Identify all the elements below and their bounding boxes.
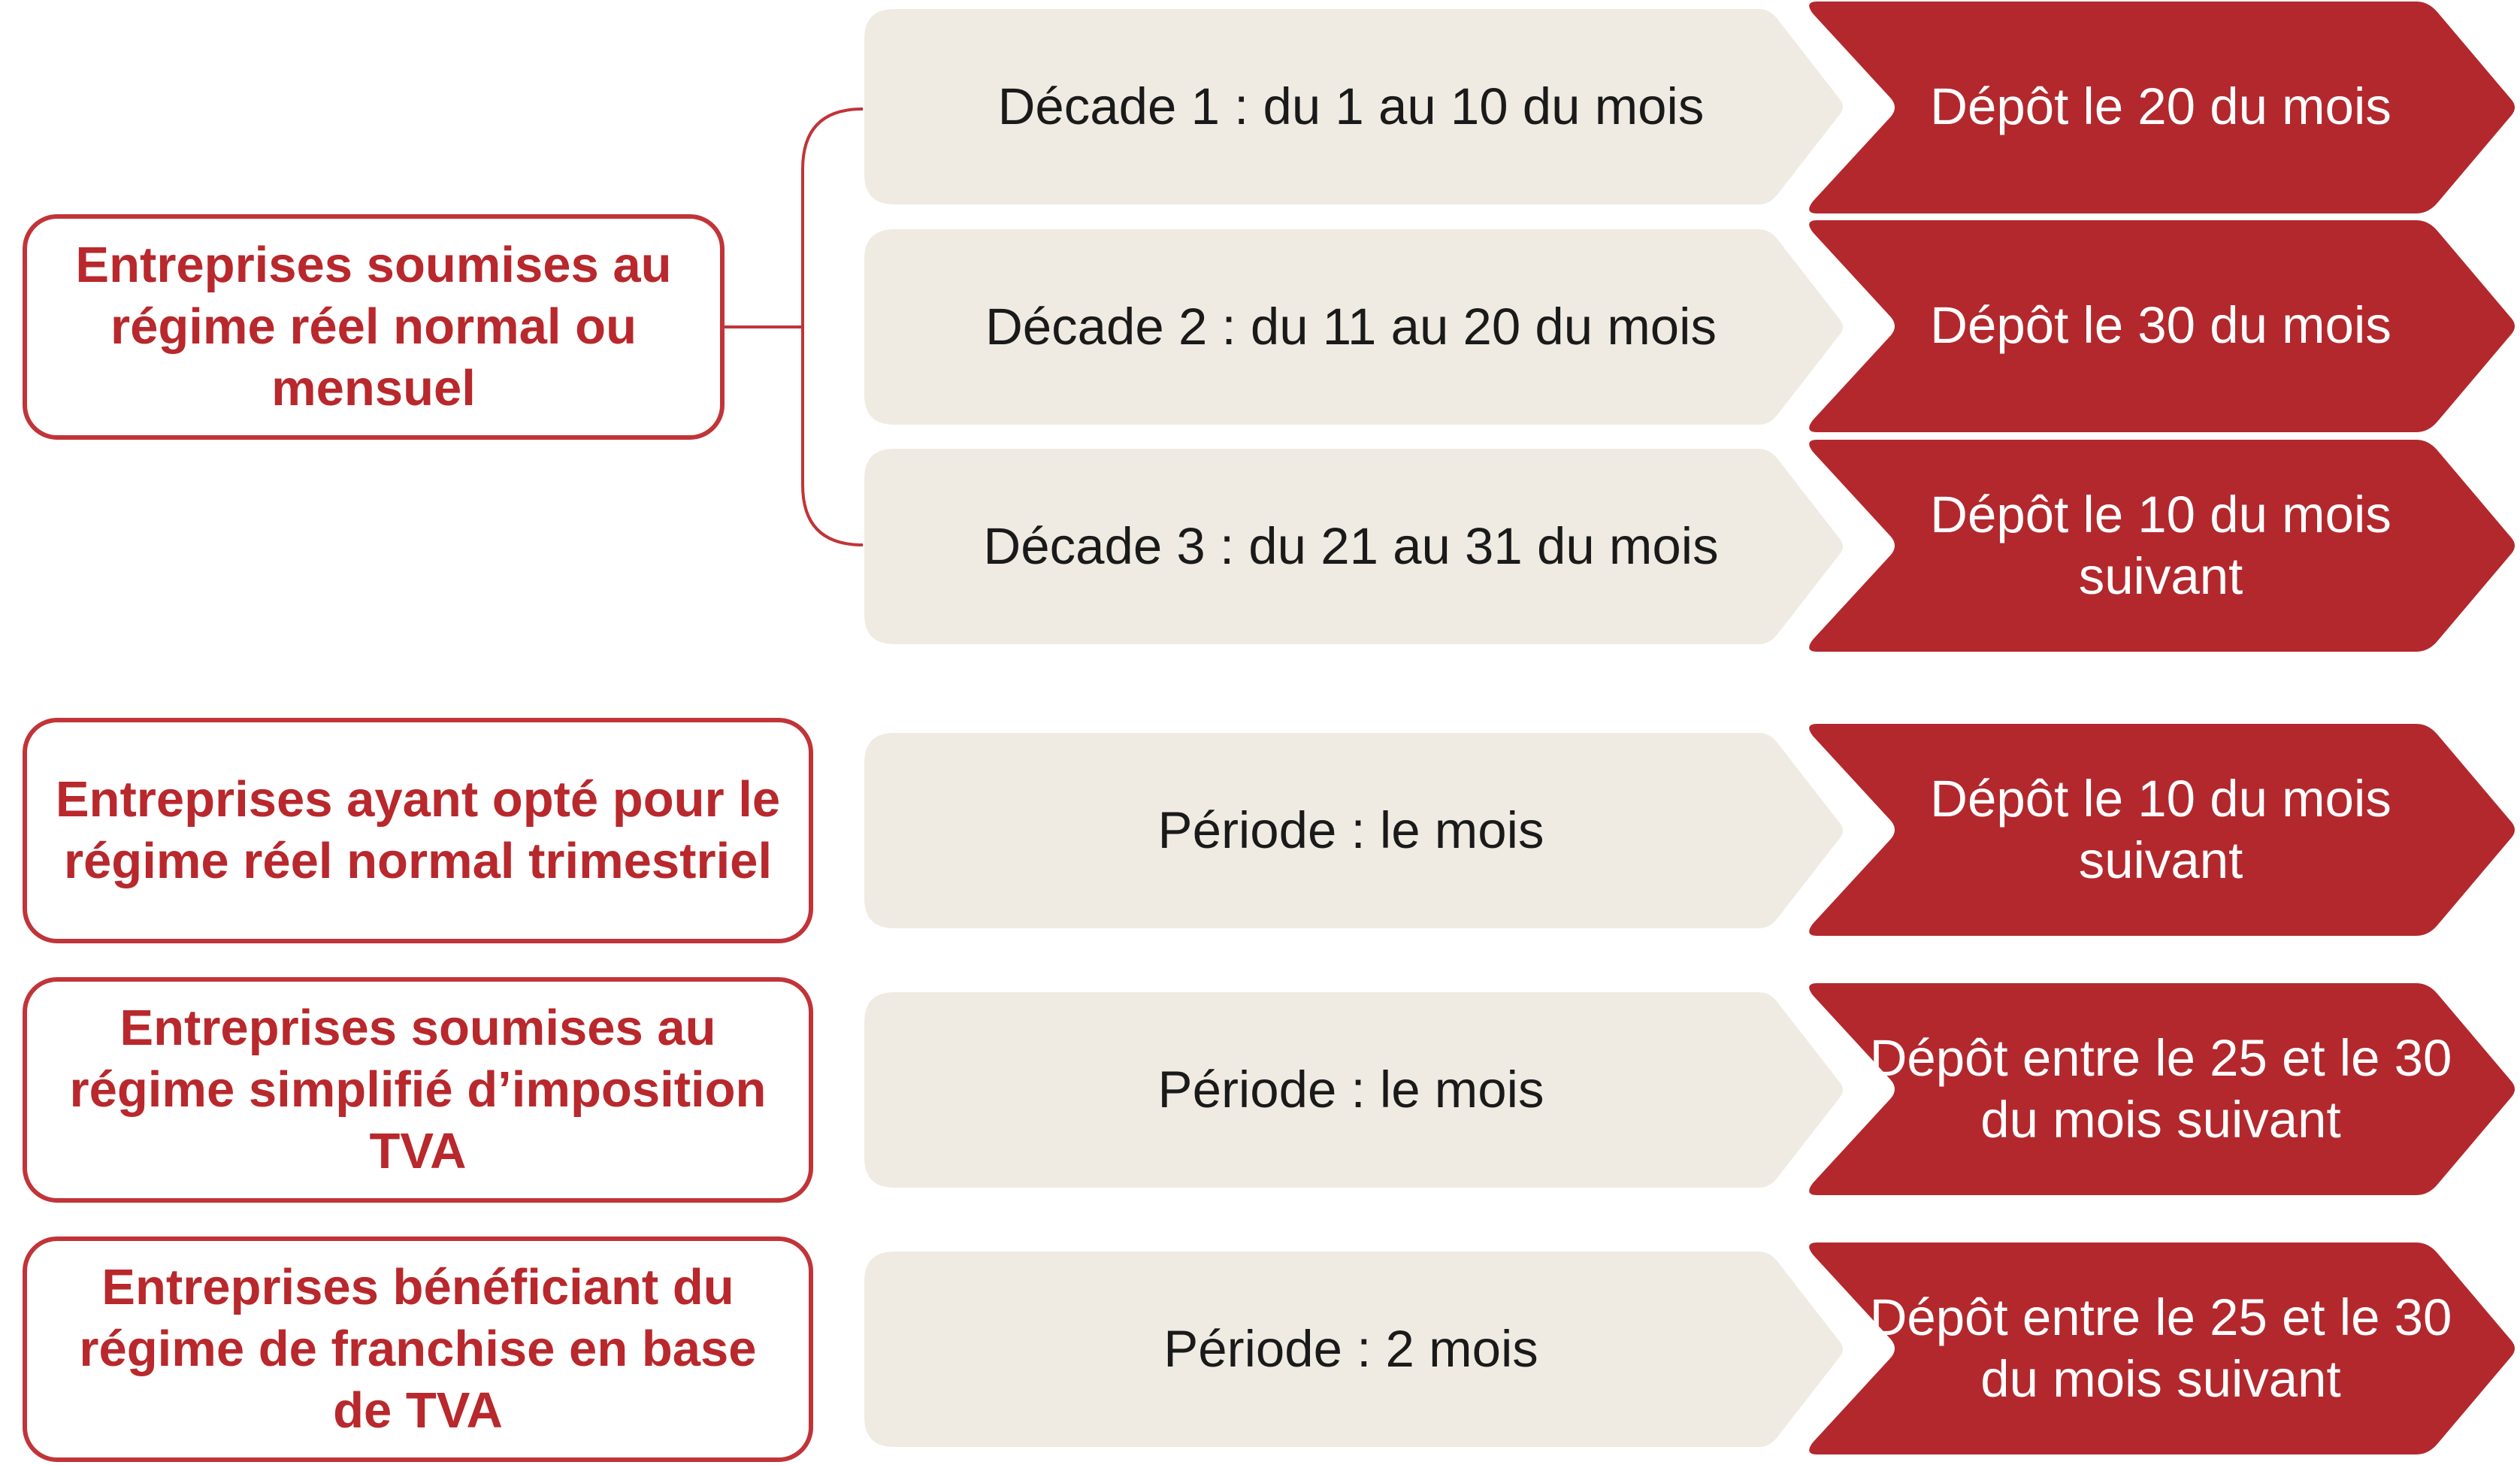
period-arrow-shape (864, 9, 1843, 204)
deposit-label-decade-3: Dépôt le 10 du mois suivant (1930, 486, 2391, 605)
period-arrow-shape (864, 733, 1843, 928)
deposit-label-decade-1: Dépôt le 20 du mois (1930, 77, 2391, 135)
period-arrow-shape (864, 1252, 1843, 1447)
category-label: Entreprises soumises au régime réel norm… (75, 237, 672, 416)
category-label: Entreprises soumises au régime simplifié… (69, 1000, 767, 1179)
deposit-chevron-shape (1809, 220, 2515, 432)
category-box-quarterly-regime: Entreprises ayant opté pour le régime ré… (23, 718, 813, 943)
period-arrow-shape (864, 449, 1843, 644)
category-label: Entreprises bénéficiant du régime de fra… (79, 1259, 757, 1439)
period-label-quarterly: Période : le mois (1157, 801, 1544, 859)
period-label-decade-1: Décade 1 : du 1 au 10 du mois (997, 77, 1705, 135)
deposit-chevron-shape (1809, 983, 2515, 1195)
deposit-chevron-shape (1809, 2, 2515, 213)
deposit-chevron-shape (1809, 440, 2515, 652)
deposit-chevron-shape (1809, 1243, 2515, 1454)
period-label-franchise: Période : 2 mois (1163, 1320, 1538, 1378)
deposit-label-simplified: Dépôt entre le 25 et le 30 du mois suiva… (1869, 1029, 2452, 1149)
deposit-label-quarterly: Dépôt le 10 du mois suivant (1930, 770, 2391, 889)
period-label-decade-3: Décade 3 : du 21 au 31 du mois (983, 517, 1719, 575)
category-box-simplified-regime: Entreprises soumises au régime simplifié… (23, 977, 813, 1203)
deposit-label-decade-2: Dépôt le 30 du mois (1930, 296, 2391, 354)
period-label-simplified: Période : le mois (1157, 1061, 1544, 1118)
category-box-monthly-regime: Entreprises soumises au régime réel norm… (23, 214, 725, 440)
connector-bracket (801, 107, 864, 546)
deposit-label-franchise: Dépôt entre le 25 et le 30 du mois suiva… (1869, 1288, 2452, 1408)
deposit-chevron-shape (1809, 724, 2515, 936)
period-label-decade-2: Décade 2 : du 11 au 20 du mois (985, 298, 1717, 356)
period-arrow-shape (864, 229, 1843, 425)
category-label: Entreprises ayant opté pour le régime ré… (55, 771, 781, 889)
category-box-franchise-regime: Entreprises bénéficiant du régime de fra… (23, 1236, 813, 1462)
period-arrow-shape (864, 992, 1843, 1188)
